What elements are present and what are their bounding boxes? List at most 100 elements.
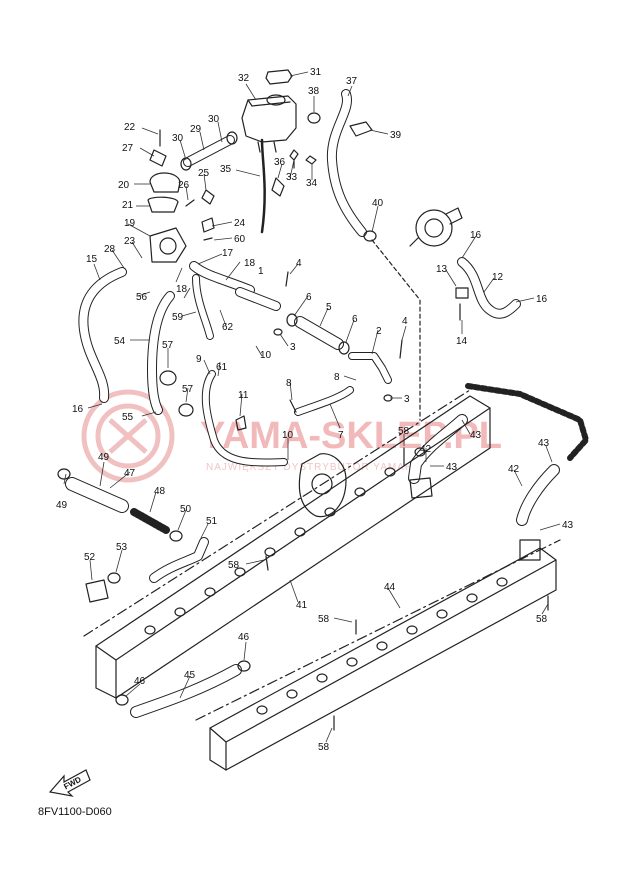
spring-48 — [130, 508, 170, 534]
callout-58e: 58 — [318, 742, 330, 753]
callout-46b: 46 — [134, 676, 146, 687]
fitting-36 — [271, 177, 285, 197]
callout-11: 11 — [238, 390, 249, 401]
callout-31: 31 — [310, 67, 322, 78]
callout-43a: 43 — [470, 430, 482, 441]
callout-32: 32 — [238, 73, 250, 84]
callout-46a: 46 — [238, 632, 250, 643]
callout-9: 9 — [196, 354, 202, 365]
clamp-46a — [237, 660, 251, 672]
callout-53: 53 — [116, 542, 128, 553]
clamp-57a — [159, 370, 177, 386]
callout-43d: 43 — [562, 520, 574, 531]
callout-6b: 6 — [352, 314, 358, 325]
callout-47: 47 — [124, 468, 136, 479]
callout-58c: 58 — [318, 614, 330, 625]
clamp-30b — [226, 131, 238, 145]
callout-56: 56 — [136, 292, 148, 303]
bolt-34 — [305, 155, 317, 165]
clip-11 — [235, 415, 247, 431]
callout-6a: 6 — [306, 292, 312, 303]
callout-4a: 4 — [296, 258, 302, 269]
callout-30a: 30 — [172, 133, 184, 144]
callout-58d: 58 — [536, 614, 548, 625]
callout-15: 15 — [86, 254, 98, 265]
callout-43c: 43 — [538, 438, 550, 449]
bracket-27 — [149, 149, 167, 167]
callout-51: 51 — [206, 516, 218, 527]
callout-57a: 57 — [162, 340, 174, 351]
engine-pump-body — [298, 453, 347, 518]
thermostat-cover — [147, 196, 179, 213]
callout-34: 34 — [306, 178, 318, 189]
callout-43b: 43 — [446, 462, 458, 473]
callout-23: 23 — [124, 236, 136, 247]
callout-2: 2 — [376, 326, 382, 337]
callout-3a: 3 — [290, 342, 296, 353]
callout-27: 27 — [122, 143, 134, 154]
callout-42b: 42 — [508, 464, 520, 475]
heat-exchanger-44 — [195, 539, 561, 771]
bolt-26 — [185, 199, 195, 207]
callout-36: 36 — [274, 157, 286, 168]
reservoir-cap — [265, 69, 293, 85]
callout-5: 5 — [326, 302, 332, 313]
callout-39: 39 — [390, 130, 402, 141]
elbow-20 — [149, 172, 181, 193]
callout-60: 60 — [234, 234, 246, 245]
callout-13: 13 — [436, 264, 448, 275]
callout-17: 17 — [222, 248, 234, 259]
callout-37: 37 — [346, 76, 358, 87]
callout-29: 29 — [190, 124, 202, 135]
parts-drawing — [57, 69, 589, 771]
callout-49a: 49 — [98, 452, 110, 463]
callout-18a: 18 — [176, 284, 188, 295]
callout-58b: 58 — [228, 560, 240, 571]
fwd-arrow-icon: FWD — [48, 769, 91, 797]
clamp-57b — [178, 403, 194, 417]
callout-12: 12 — [492, 272, 504, 283]
bracket-13 — [455, 287, 469, 299]
watermark-sub-text: NAJWIĘKSZY DYSTRYBUTOR YAMAHA — [206, 462, 421, 473]
water-pump — [409, 207, 463, 247]
sensor-right-a — [409, 477, 433, 499]
callout-8a: 8 — [286, 378, 292, 389]
rivet-58e — [265, 555, 269, 571]
callout-20: 20 — [118, 180, 130, 191]
callout-58a: 58 — [398, 426, 410, 437]
bolt-4a — [285, 271, 289, 287]
clamp-6b — [338, 341, 350, 355]
callout-19: 19 — [124, 218, 136, 229]
heat-exchanger-41 — [83, 389, 491, 699]
callout-24: 24 — [234, 218, 246, 229]
callout-50: 50 — [180, 504, 192, 515]
callout-16c: 16 — [72, 404, 84, 415]
fitting-24 — [201, 217, 215, 233]
callout-18b: 18 — [244, 258, 256, 269]
callout-48: 48 — [154, 486, 166, 497]
callout-labels: 32 31 37 38 22 30 29 30 39 27 35 36 33 3… — [56, 67, 574, 753]
callout-57b: 57 — [182, 384, 194, 395]
dashed-route — [371, 239, 421, 421]
callout-14: 14 — [456, 336, 468, 347]
callout-10a: 10 — [260, 350, 272, 361]
overflow-hose — [260, 138, 266, 234]
reservoir-tank — [241, 94, 297, 153]
clamp-6a — [286, 313, 298, 327]
washer-3a — [273, 328, 283, 336]
callout-10b: 10 — [282, 430, 294, 441]
callout-30b: 30 — [208, 114, 220, 125]
callout-8b: 8 — [334, 372, 340, 383]
callout-22: 22 — [124, 122, 136, 133]
bolt-4b — [399, 339, 403, 359]
callout-33: 33 — [286, 172, 298, 183]
callout-54: 54 — [114, 336, 126, 347]
clamp-30a — [180, 157, 192, 171]
callout-44: 44 — [384, 582, 396, 593]
callout-55: 55 — [122, 412, 134, 423]
callout-38: 38 — [308, 86, 320, 97]
watermark-logo-circle — [81, 389, 175, 483]
clamp-49a — [57, 468, 71, 480]
